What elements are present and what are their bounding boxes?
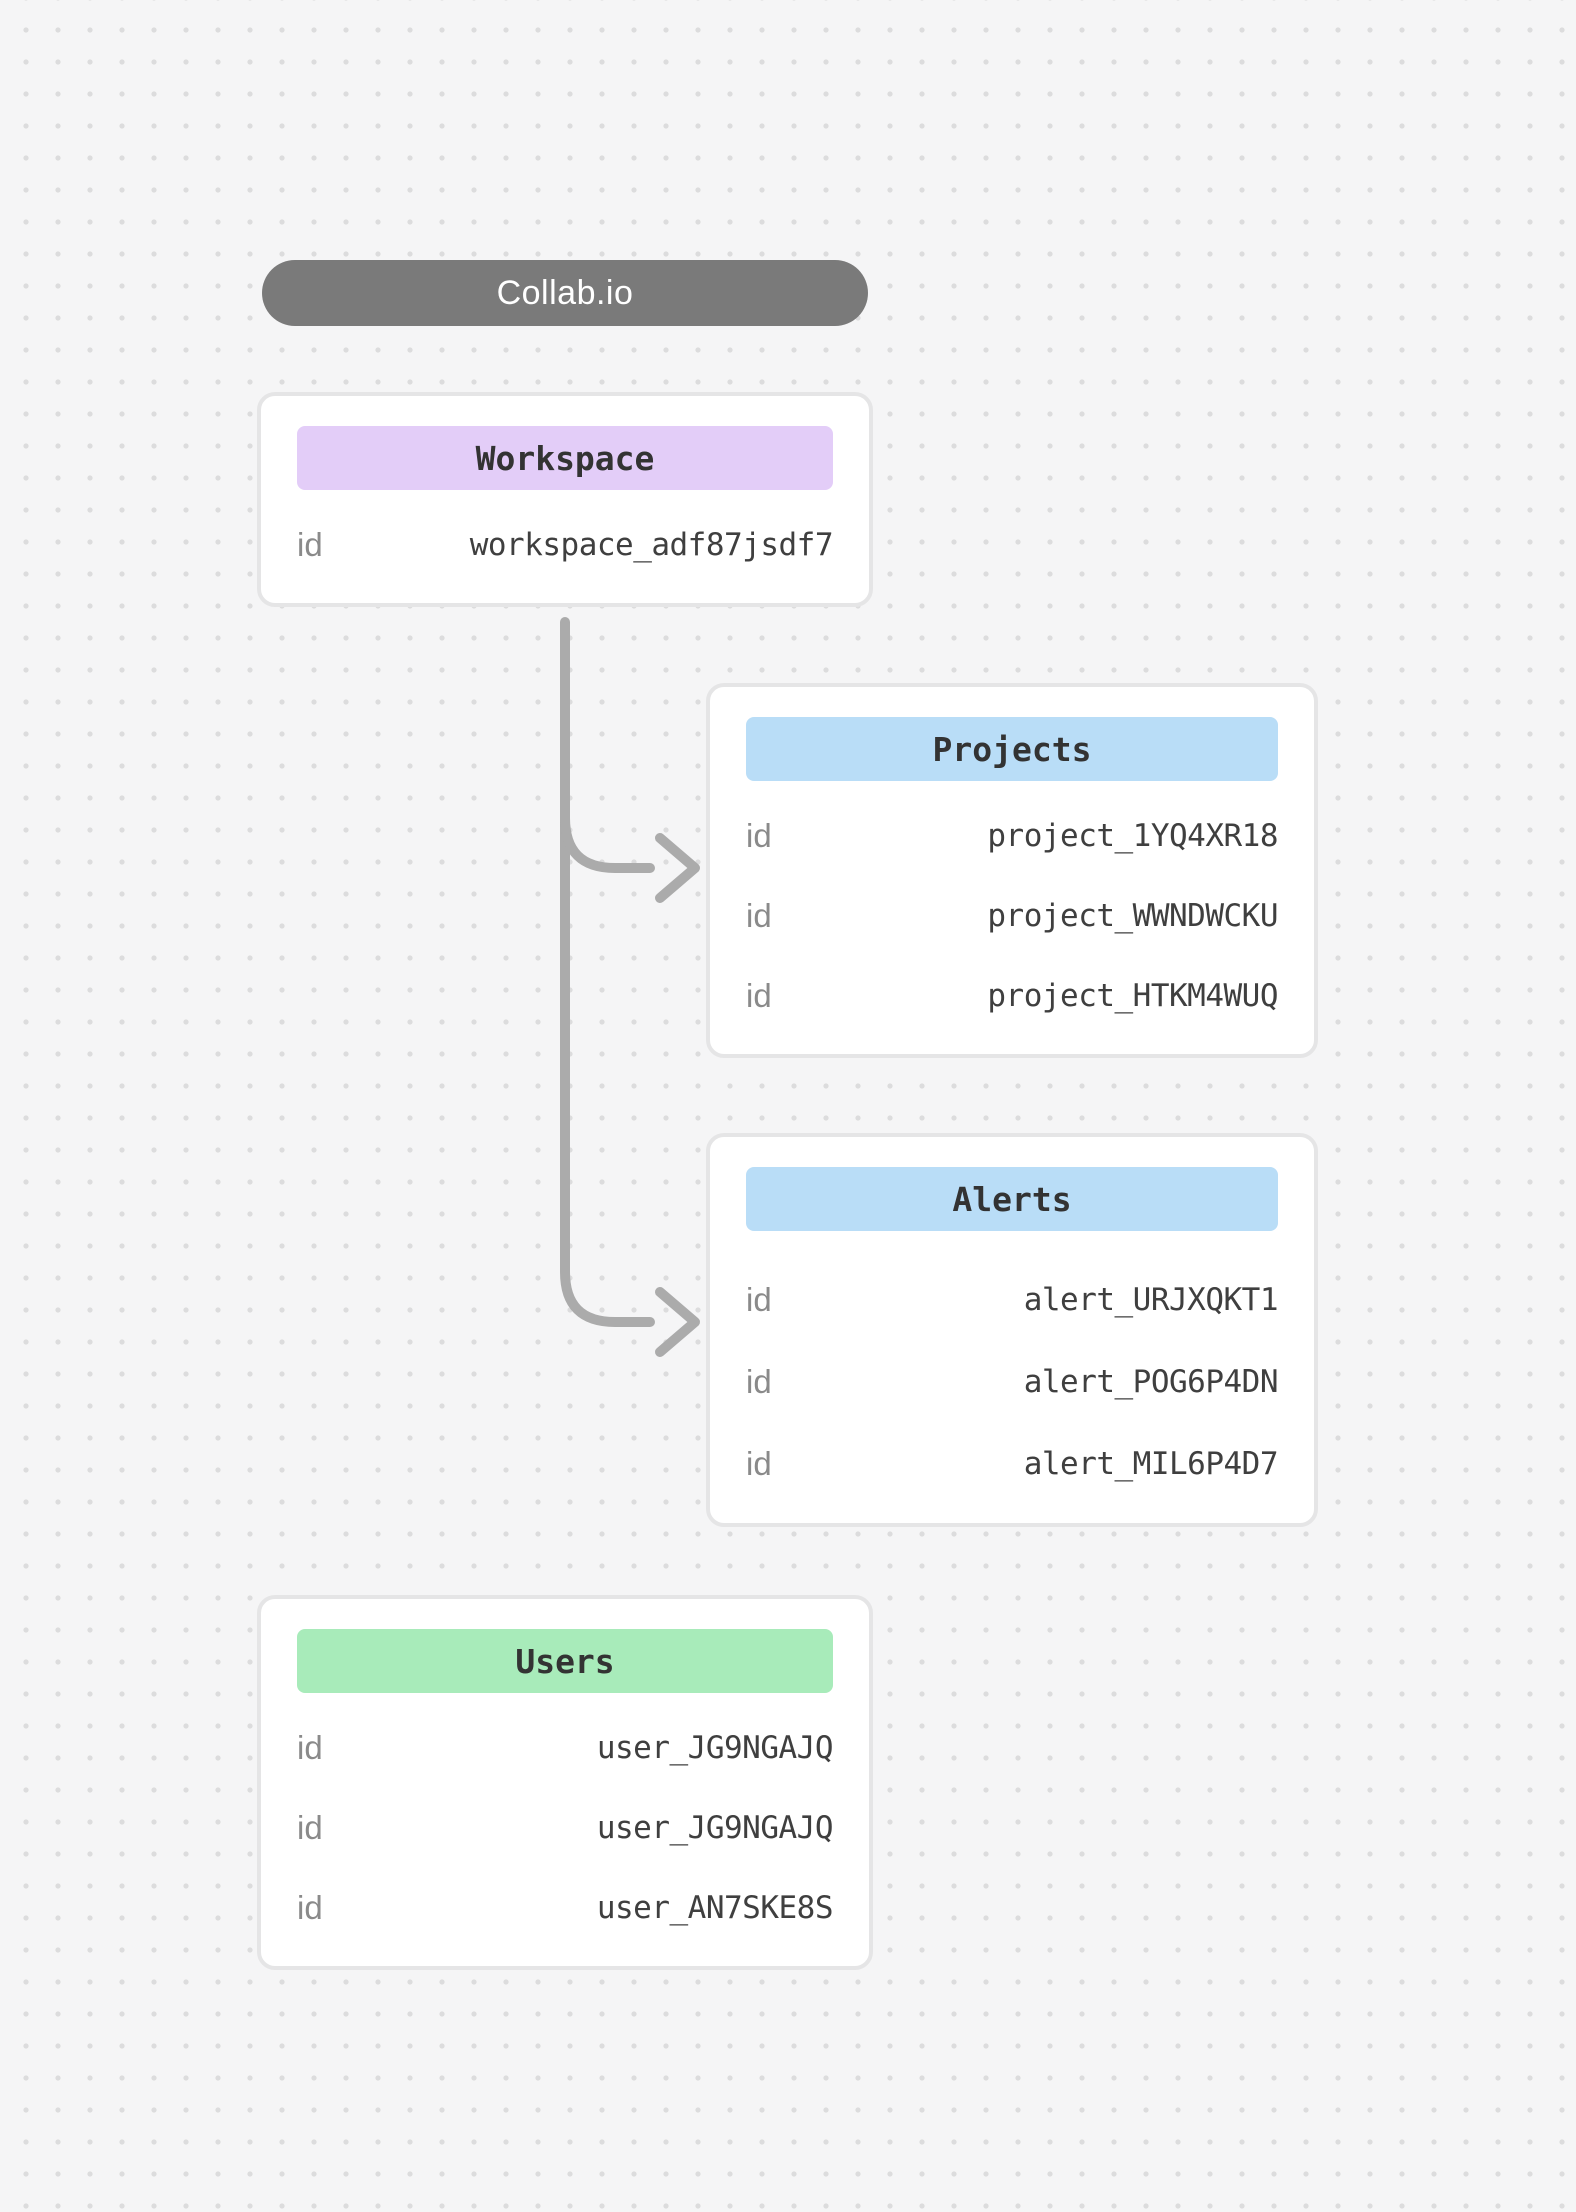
field-key: id	[746, 1445, 772, 1482]
field-key: id	[746, 1281, 772, 1318]
field-row: id user_AN7SKE8S	[297, 1868, 834, 1948]
field-value: project_WWNDWCKU	[987, 898, 1278, 934]
arrowhead-projects-icon	[655, 833, 700, 903]
app-title: Collab.io	[496, 273, 634, 312]
entity-card-users[interactable]: Users id user_JG9NGAJQ id user_JG9NGAJQ …	[257, 1595, 873, 1970]
field-row: id alert_MIL6P4D7	[746, 1423, 1279, 1505]
entity-card-projects[interactable]: Projects id project_1YQ4XR18 id project_…	[706, 683, 1318, 1058]
field-value: alert_POG6P4DN	[1023, 1364, 1279, 1400]
field-value: user_JG9NGAJQ	[596, 1810, 834, 1846]
entity-header-alerts: Alerts	[746, 1167, 1278, 1231]
entity-header-users: Users	[297, 1629, 833, 1693]
field-row: id alert_POG6P4DN	[746, 1341, 1279, 1423]
field-key: id	[746, 897, 772, 934]
field-key: id	[746, 1363, 772, 1400]
field-row: id user_JG9NGAJQ	[297, 1708, 834, 1788]
field-key: id	[297, 526, 323, 563]
field-key: id	[746, 977, 772, 1014]
entity-card-workspace[interactable]: Workspace id workspace_adf87jsdf7	[257, 392, 873, 607]
field-row: id project_HTKM4WUQ	[746, 956, 1278, 1036]
entity-header-projects: Projects	[746, 717, 1278, 781]
entity-card-alerts[interactable]: Alerts id alert_URJXQKT1 id alert_POG6P4…	[706, 1133, 1318, 1527]
field-value: project_1YQ4XR18	[987, 818, 1278, 854]
field-row: id project_WWNDWCKU	[746, 876, 1278, 956]
field-value: user_JG9NGAJQ	[596, 1730, 834, 1766]
connector-workspace-to-alerts	[560, 617, 655, 1327]
field-key: id	[297, 1889, 323, 1926]
field-key: id	[746, 817, 772, 854]
field-value: alert_URJXQKT1	[1023, 1282, 1279, 1318]
app-title-pill[interactable]: Collab.io	[262, 260, 868, 326]
field-value: project_HTKM4WUQ	[987, 978, 1278, 1014]
entity-header-workspace: Workspace	[297, 426, 833, 490]
field-value: workspace_adf87jsdf7	[469, 527, 834, 563]
field-row: id alert_URJXQKT1	[746, 1259, 1279, 1341]
field-row: id user_JG9NGAJQ	[297, 1788, 834, 1868]
field-row: id workspace_adf87jsdf7	[297, 505, 834, 585]
field-row: id project_1YQ4XR18	[746, 796, 1278, 876]
connector-workspace-to-projects	[560, 813, 655, 873]
field-value: alert_MIL6P4D7	[1023, 1446, 1279, 1482]
field-value: user_AN7SKE8S	[596, 1890, 834, 1926]
field-key: id	[297, 1809, 323, 1846]
field-key: id	[297, 1729, 323, 1766]
arrowhead-alerts-icon	[655, 1287, 700, 1357]
